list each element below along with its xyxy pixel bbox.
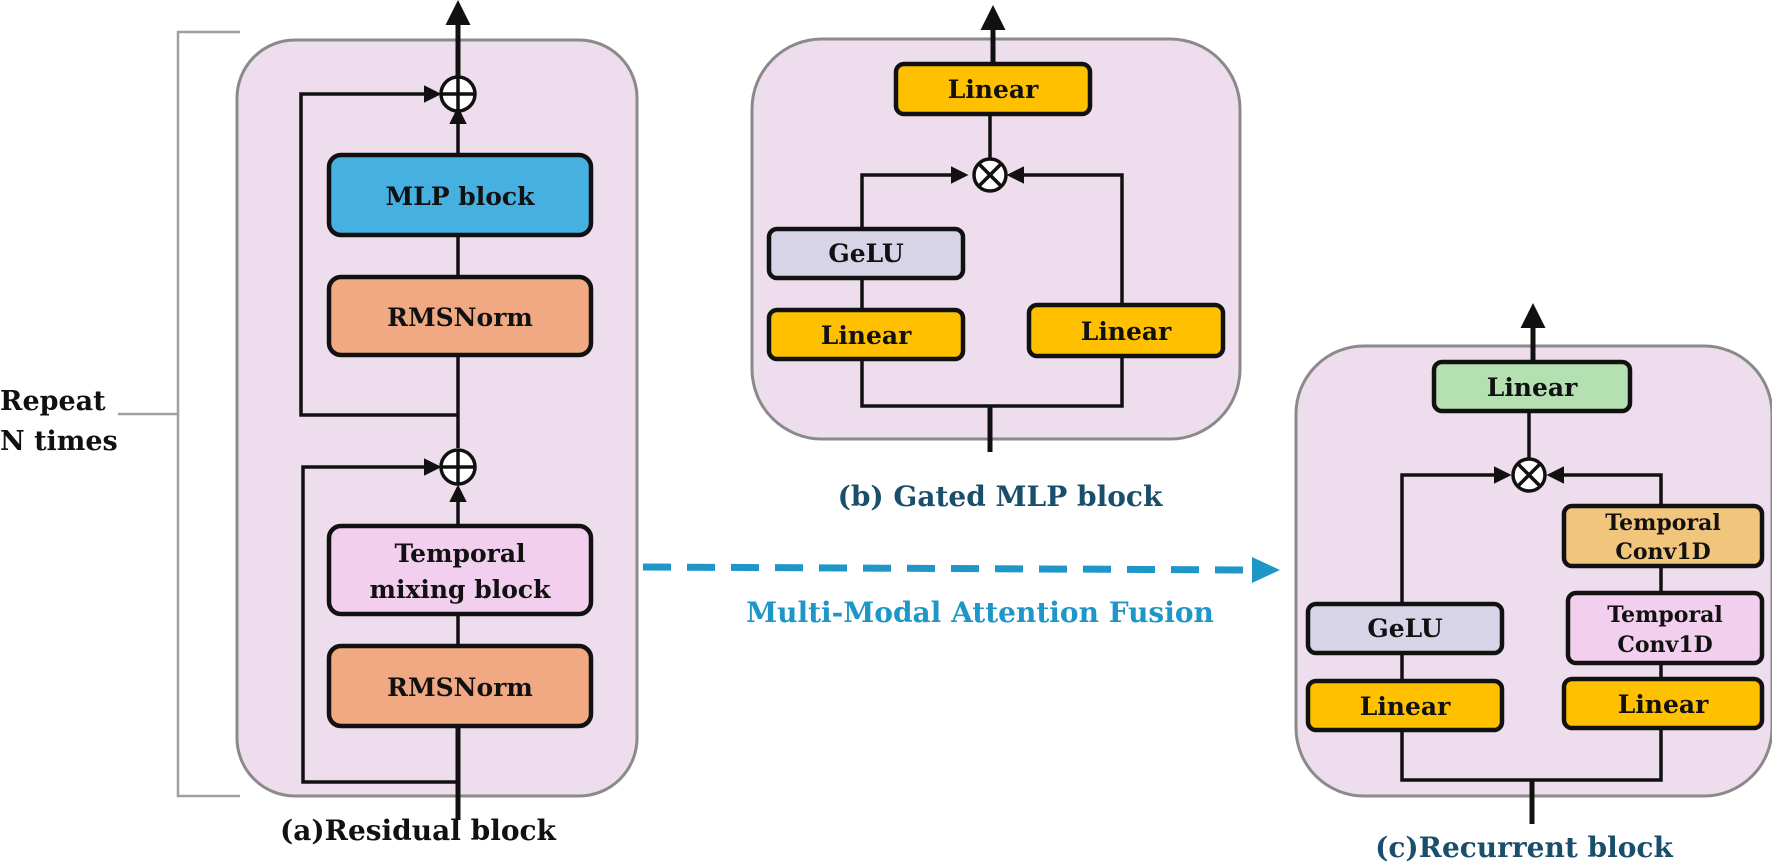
recurrent-block: Linear GeLU Linear Temporal Conv1D Tempo… xyxy=(1294,303,1772,824)
fusion-arrow xyxy=(642,557,1280,583)
mlp-block-box xyxy=(326,152,594,238)
gated-linear-right-label: Linear xyxy=(1081,317,1172,346)
recurrent-linear-left-box xyxy=(1305,678,1505,733)
recurrent-multiply-icon xyxy=(1511,457,1547,493)
recurrent-linear-left-label: Linear xyxy=(1360,692,1451,721)
mlp-block-label: MLP block xyxy=(386,182,536,211)
recurrent-conv-top-label-line1: Temporal xyxy=(1605,510,1720,536)
rmsnorm-bottom-label: RMSNorm xyxy=(387,673,533,702)
repeat-label-line1: Repeat xyxy=(0,386,106,417)
rmsnorm-top-label: RMSNorm xyxy=(387,303,533,332)
temporal-mixing-label-line2: mixing block xyxy=(370,575,552,604)
temporal-mixing-label-line1: Temporal xyxy=(394,539,525,568)
gated-linear-left-box xyxy=(766,307,966,362)
recurrent-caption: (c)Recurrent block xyxy=(1375,831,1673,864)
repeat-label-line2: N times xyxy=(0,426,118,457)
recurrent-linear-right-label: Linear xyxy=(1618,690,1709,719)
gated-mlp-block: Linear GeLU Linear Linear xyxy=(750,5,1242,452)
recurrent-linear-top-label: Linear xyxy=(1487,373,1578,402)
repeat-bracket xyxy=(118,30,240,798)
recurrent-conv-mid-label-line1: Temporal xyxy=(1607,602,1722,628)
gated-multiply-icon xyxy=(972,157,1008,193)
recurrent-conv-mid-box xyxy=(1565,590,1765,666)
gated-linear-top-label: Linear xyxy=(948,75,1039,104)
residual-add-top-icon xyxy=(439,75,477,113)
recurrent-conv-top-label-line2: Conv1D xyxy=(1615,539,1710,565)
fusion-label: Multi-Modal Attention Fusion xyxy=(746,596,1214,629)
recurrent-linear-top-box xyxy=(1431,359,1633,414)
recurrent-conv-mid-label-line2: Conv1D xyxy=(1617,632,1712,658)
recurrent-gelu-label: GeLU xyxy=(1367,614,1442,643)
gated-gelu-box xyxy=(766,226,966,281)
gated-linear-top-box xyxy=(893,61,1093,117)
residual-caption: (a)Residual block xyxy=(280,814,557,847)
temporal-mixing-box xyxy=(326,523,594,617)
gated-linear-right-box xyxy=(1026,302,1226,359)
residual-add-bottom-icon xyxy=(439,448,477,486)
recurrent-linear-right-box xyxy=(1561,676,1765,731)
recurrent-gelu-box xyxy=(1305,601,1505,656)
recurrent-conv-top-box xyxy=(1561,503,1765,569)
rmsnorm-top-box xyxy=(326,274,594,358)
gated-caption: (b) Gated MLP block xyxy=(838,480,1163,513)
residual-block: MLP block RMSNorm Temporal mixing block … xyxy=(235,0,639,820)
gated-gelu-label: GeLU xyxy=(828,239,903,268)
gated-linear-left-label: Linear xyxy=(821,321,912,350)
rmsnorm-bottom-box xyxy=(326,643,594,729)
